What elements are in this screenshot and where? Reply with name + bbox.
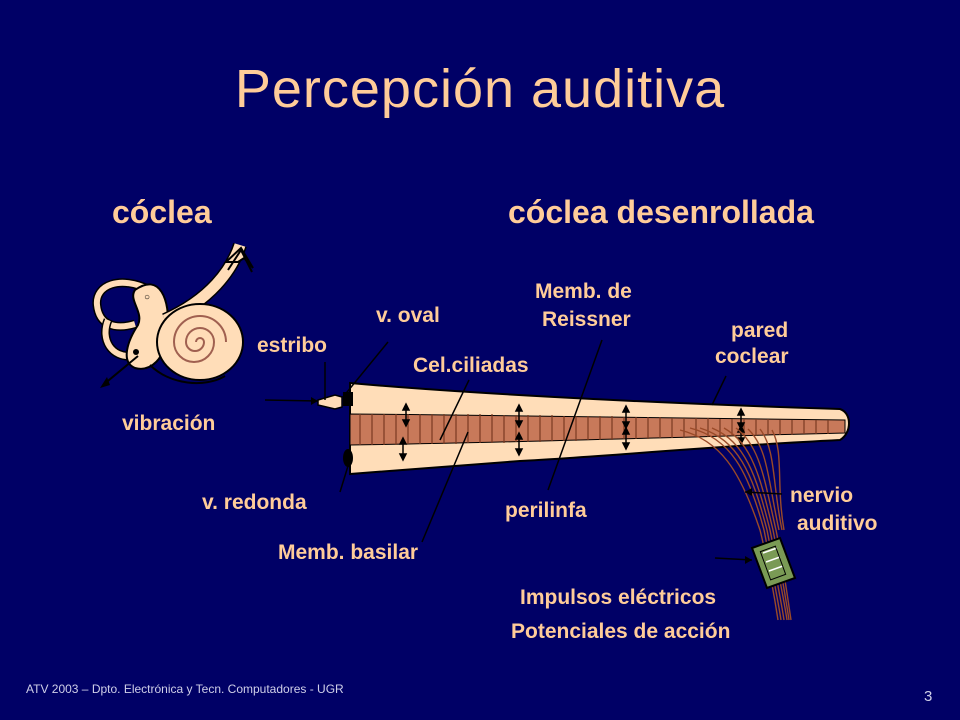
label-perilinfa: perilinfa bbox=[505, 499, 587, 522]
label-cel-ciliadas: Cel.ciliadas bbox=[413, 354, 529, 377]
pointer-heads bbox=[311, 397, 752, 564]
label-potenciales: Potenciales de acción bbox=[511, 620, 731, 643]
label-impulsos: Impulsos eléctricos bbox=[520, 586, 717, 609]
vibration-arrow bbox=[100, 355, 139, 388]
label-nervio-line1: nervio bbox=[790, 484, 854, 507]
label-nervio-line2: auditivo bbox=[797, 512, 878, 535]
page-number: 3 bbox=[924, 688, 933, 705]
cochlea-icon: ○ bbox=[92, 242, 254, 385]
uncoiled-cochlea bbox=[317, 381, 850, 621]
subtitle-coclea-desenrollada: cóclea desenrollada bbox=[508, 194, 814, 230]
label-vibracion: vibración bbox=[122, 412, 216, 435]
label-v-oval: v. oval bbox=[376, 304, 440, 327]
label-memb-basilar: Memb. basilar bbox=[278, 541, 419, 564]
footer-text: ATV 2003 – Dpto. Electrónica y Tecn. Com… bbox=[26, 682, 344, 696]
label-pared-line2: coclear bbox=[715, 345, 789, 368]
label-pared-line1: pared bbox=[731, 319, 789, 342]
electrode-icon bbox=[750, 536, 797, 590]
label-estribo: estribo bbox=[257, 334, 328, 357]
label-memb-reissner-line1: Memb. de bbox=[535, 280, 632, 303]
pointer-lines bbox=[264, 339, 783, 561]
svg-text:○: ○ bbox=[144, 292, 150, 303]
subtitle-coclea: cóclea bbox=[112, 194, 212, 230]
label-memb-reissner-line2: Reissner bbox=[542, 308, 631, 331]
slide-title: Percepción auditiva bbox=[234, 59, 726, 119]
label-v-redonda: v. redonda bbox=[202, 491, 307, 514]
